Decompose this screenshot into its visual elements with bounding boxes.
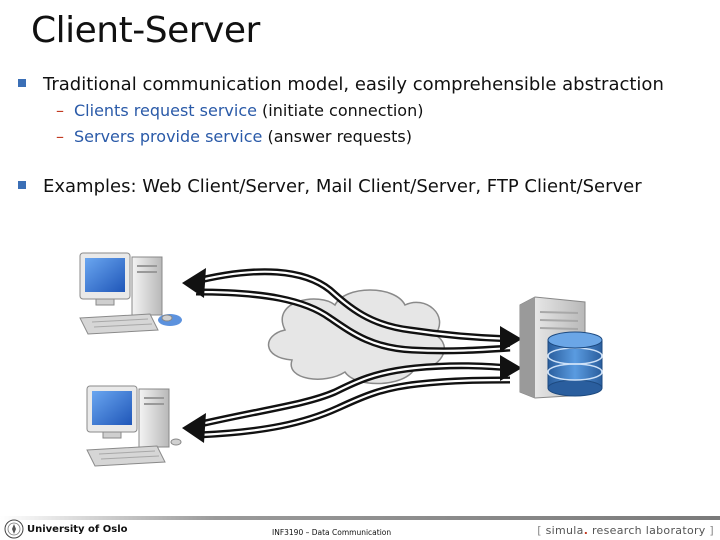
bullet-text: Examples: Web Client/Server, Mail Client… — [43, 176, 642, 197]
sub-bullet-highlight: Clients request service — [74, 101, 257, 120]
dash-marker: – — [56, 101, 64, 120]
bullet-text: Traditional communication model, easily … — [43, 74, 664, 95]
sub-bullet-servers: –Servers provide service (answer request… — [56, 126, 412, 148]
university-name: University of Oslo — [27, 524, 128, 535]
slide-title: Client-Server — [31, 10, 260, 51]
bracket-close: ] — [709, 524, 714, 537]
sub-bullet-rest: (answer requests) — [262, 127, 412, 146]
client-server-diagram — [79, 252, 603, 467]
footer-divider — [0, 516, 720, 520]
bullet-square-icon — [18, 79, 26, 87]
connection-arrows — [182, 268, 522, 443]
client-computer-bottom-icon — [86, 385, 182, 467]
sub-bullet-rest: (initiate connection) — [256, 101, 424, 120]
client-computer-top-icon — [79, 252, 182, 335]
bullet-examples: Examples: Web Client/Server, Mail Client… — [18, 175, 642, 199]
bracket-open: [ — [537, 524, 542, 537]
simula-name: simula — [545, 524, 584, 537]
database-icon — [547, 331, 603, 397]
simula-rest: research laboratory — [591, 524, 706, 537]
bullet-traditional-model: Traditional communication model, easily … — [18, 73, 664, 97]
simula-dot: . — [583, 524, 589, 537]
sub-bullet-clients: –Clients request service (initiate conne… — [56, 100, 423, 122]
sub-bullet-highlight: Servers provide service — [74, 127, 263, 146]
simula-logo: [ simula. research laboratory ] — [537, 524, 714, 537]
course-name: INF3190 – Data Communication — [272, 528, 392, 537]
dash-marker: – — [56, 127, 64, 146]
bullet-square-icon — [18, 181, 26, 189]
university-seal-icon — [4, 519, 24, 539]
